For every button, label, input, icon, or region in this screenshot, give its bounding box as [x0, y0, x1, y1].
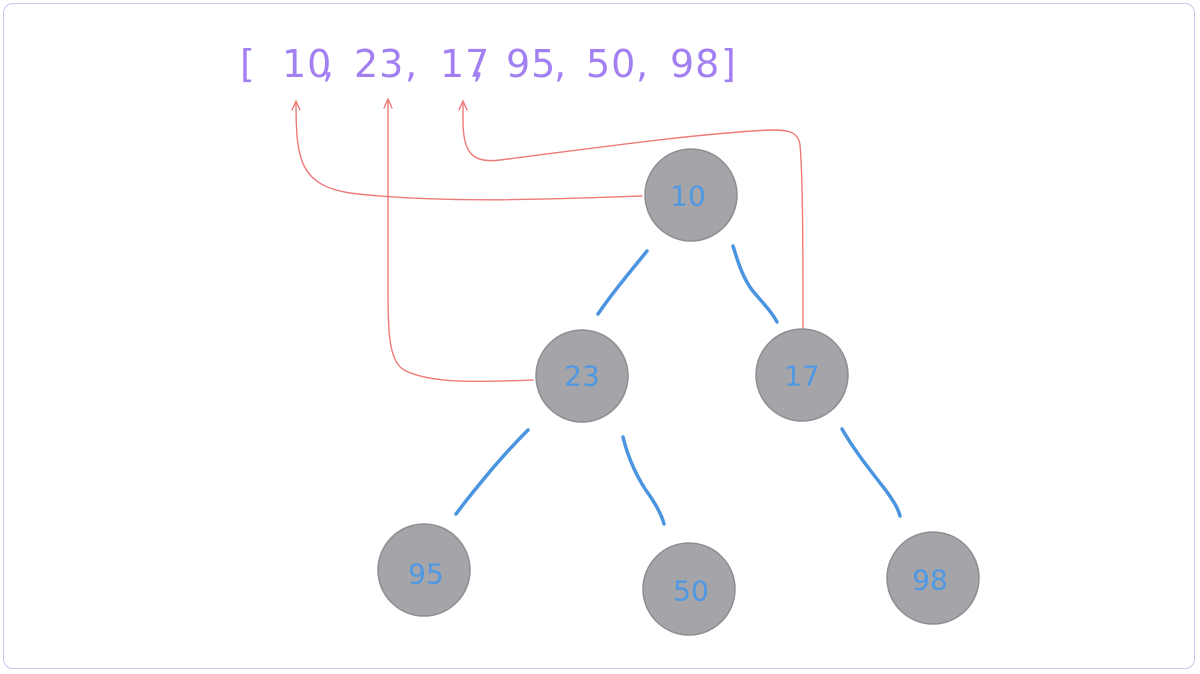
pointer-node-10-to-index-0	[295, 101, 643, 201]
array-item-3: 95	[506, 42, 556, 86]
pointer-arrowhead-1	[383, 98, 393, 109]
node-label: 10	[670, 180, 706, 213]
node-label: 23	[564, 360, 600, 393]
pointer-node-17-to-index-2	[462, 100, 804, 331]
array-item-0: 10	[282, 42, 332, 86]
tree-node-17: 17	[755, 328, 849, 422]
tree-edges	[454, 244, 902, 526]
node-circle	[755, 328, 849, 422]
edge-10-17	[731, 244, 779, 324]
array-separator-2: ,	[472, 42, 485, 86]
array-item-2: 17	[440, 42, 490, 86]
node-label: 17	[784, 360, 820, 393]
array-separator-4: ,	[636, 42, 649, 86]
array-separator-3: ,	[554, 42, 567, 86]
node-circle	[642, 542, 736, 636]
pointer-arrowhead-0	[291, 100, 301, 111]
node-circle	[644, 148, 738, 242]
tree-node-95: 95	[377, 523, 471, 617]
node-label: 95	[408, 558, 444, 591]
edge-23-50	[621, 435, 666, 526]
pointer-arrowhead-2	[458, 100, 468, 111]
array-close-bracket: ]	[721, 42, 737, 86]
tree-nodes: 10 23 17 95 50 98	[377, 148, 980, 636]
node-label: 50	[673, 575, 709, 608]
edge-17-98	[840, 427, 902, 518]
edge-23-95	[454, 428, 530, 516]
tree-node-50: 50	[642, 542, 736, 636]
array-item-1: 23	[354, 42, 404, 86]
index-pointers	[291, 98, 804, 383]
array-open-bracket: [	[240, 42, 256, 86]
array-representation: [ 10 , 23 , 17 , 95 , 50 , 98 ]	[240, 42, 737, 86]
tree-node-23: 23	[535, 329, 629, 423]
pointer-node-23-to-index-1	[387, 99, 534, 383]
tree-node-98: 98	[886, 531, 980, 625]
edge-10-23	[596, 249, 649, 316]
node-label: 98	[912, 564, 948, 597]
array-separator-1: ,	[405, 42, 418, 86]
array-item-5: 98	[670, 42, 720, 86]
node-circle	[377, 523, 471, 617]
tree-node-10: 10	[644, 148, 738, 242]
array-separator-0: ,	[322, 42, 335, 86]
node-circle	[886, 531, 980, 625]
array-item-4: 50	[586, 42, 636, 86]
node-circle	[535, 329, 629, 423]
